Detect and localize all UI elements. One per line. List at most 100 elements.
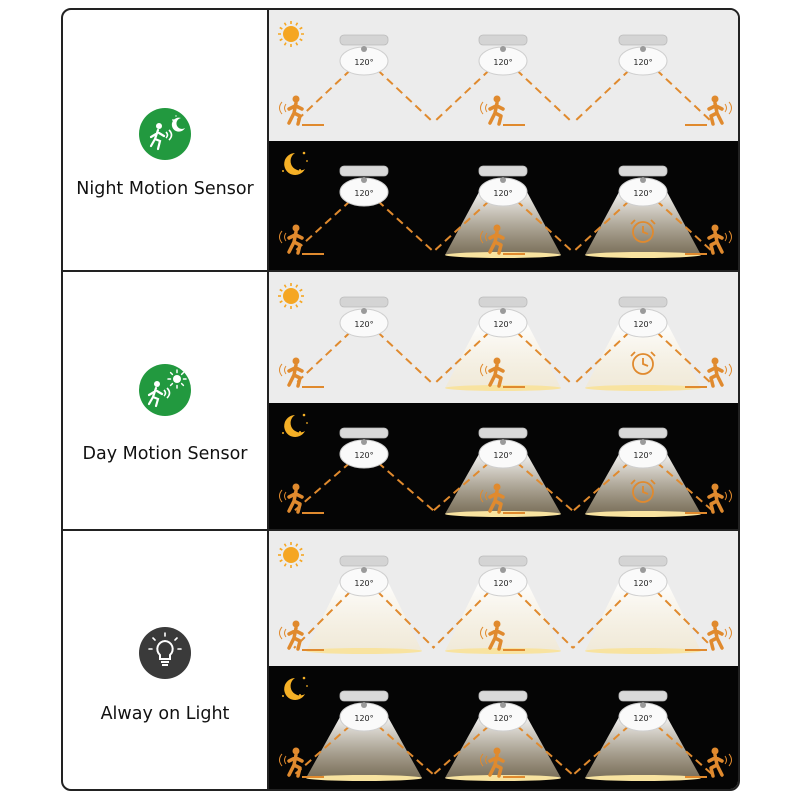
sun-icon xyxy=(278,283,304,309)
mode-label: Alway on Light xyxy=(100,704,230,724)
angle-label: 120° xyxy=(493,189,512,198)
angle-label: 120° xyxy=(493,714,512,723)
night-row: 120° 120° 120° xyxy=(269,141,738,270)
always-on-light-section: Alway on Light 120° 120° 120° 120° 120° 120° xyxy=(63,531,738,789)
light-beam xyxy=(585,454,701,514)
light-beam xyxy=(306,717,422,778)
light-pool xyxy=(585,775,701,781)
person-icon xyxy=(480,747,505,778)
ceiling-light: 120° xyxy=(478,690,528,732)
person-icon xyxy=(480,483,505,514)
ceiling-light: 120° xyxy=(618,690,668,732)
light-pool xyxy=(585,511,701,517)
motion-sensor-sun-icon xyxy=(139,364,191,416)
angle-label: 120° xyxy=(633,451,652,460)
angle-label: 120° xyxy=(354,451,373,460)
ceiling-light: 120° xyxy=(339,296,389,338)
person-icon xyxy=(480,95,505,126)
angle-label: 120° xyxy=(633,189,652,198)
light-pool xyxy=(585,385,701,391)
mode-label-cell: Day Motion Sensor xyxy=(63,272,267,529)
motion-sensor-moon-icon xyxy=(139,108,191,160)
ceiling-light: 120° xyxy=(339,427,389,469)
person-icon xyxy=(480,224,505,255)
angle-label: 120° xyxy=(354,189,373,198)
light-beam xyxy=(585,717,701,778)
day-motion-sensor-section: Day Motion Sensor 120°120°120° 120°120°1… xyxy=(63,272,738,529)
light-pool xyxy=(306,648,422,654)
light-beam xyxy=(445,582,561,651)
person-icon xyxy=(480,620,505,651)
light-beam xyxy=(585,323,701,388)
angle-label: 120° xyxy=(633,714,652,723)
ceiling-light: 120° xyxy=(618,296,668,338)
ceiling-light: 120° xyxy=(618,165,668,207)
light-pool xyxy=(585,648,701,654)
person-icon xyxy=(707,747,732,778)
alarm-clock-icon xyxy=(630,351,656,375)
angle-label: 120° xyxy=(493,451,512,460)
day-row: 120° 120° 120° xyxy=(269,272,738,403)
person-icon xyxy=(279,620,304,651)
angle-label: 120° xyxy=(633,320,652,329)
angle-label: 120° xyxy=(493,58,512,67)
mode-label: Night Motion Sensor xyxy=(76,179,254,199)
person-icon xyxy=(279,224,304,255)
light-pool xyxy=(585,252,701,258)
ceiling-light: 120° xyxy=(339,555,389,597)
moon-icon xyxy=(282,413,308,437)
ceiling-light: 120° xyxy=(478,296,528,338)
sun-icon xyxy=(278,21,304,47)
angle-label: 120° xyxy=(493,320,512,329)
angle-label: 120° xyxy=(354,320,373,329)
angle-label: 120° xyxy=(354,579,373,588)
mode-label-cell: Alway on Light xyxy=(63,531,267,789)
light-beam xyxy=(585,582,701,651)
moon-icon xyxy=(282,676,308,700)
ceiling-light: 120° xyxy=(339,165,389,207)
ceiling-light: 120° xyxy=(618,427,668,469)
angle-label: 120° xyxy=(633,58,652,67)
person-icon xyxy=(279,483,304,514)
night-row: 120° 120° 120° xyxy=(269,666,738,789)
person-icon xyxy=(707,224,732,255)
ceiling-light: 120° xyxy=(478,427,528,469)
person-icon xyxy=(707,620,732,651)
person-icon xyxy=(279,357,304,388)
angle-label: 120° xyxy=(633,579,652,588)
person-icon xyxy=(279,95,304,126)
light-beam xyxy=(445,323,561,388)
moon-icon xyxy=(282,151,308,175)
mode-comparison-grid: Night Motion Sensor 120°120°120° 120°120… xyxy=(61,8,740,791)
person-icon xyxy=(707,95,732,126)
ceiling-light: 120° xyxy=(478,165,528,207)
light-beam xyxy=(445,454,561,514)
angle-label: 120° xyxy=(354,58,373,67)
ceiling-light: 120° xyxy=(618,555,668,597)
day-row: 120° 120° 120° xyxy=(269,531,738,666)
sun-icon xyxy=(278,542,304,568)
person-icon xyxy=(707,357,732,388)
angle-label: 120° xyxy=(354,714,373,723)
person-icon xyxy=(480,357,505,388)
ceiling-light: 120° xyxy=(339,34,389,76)
angle-label: 120° xyxy=(493,579,512,588)
light-beam xyxy=(445,717,561,778)
light-beam xyxy=(585,192,701,255)
ceiling-light: 120° xyxy=(478,555,528,597)
ceiling-light: 120° xyxy=(618,34,668,76)
light-bulb-icon xyxy=(139,627,191,679)
mode-label-cell: Night Motion Sensor xyxy=(63,10,267,270)
day-row: 120° 120° 120° xyxy=(269,10,738,141)
ceiling-light: 120° xyxy=(478,34,528,76)
night-row: 120° 120° 120° xyxy=(269,403,738,529)
ceiling-light: 120° xyxy=(339,690,389,732)
alarm-clock-icon xyxy=(630,479,656,503)
mode-label: Day Motion Sensor xyxy=(82,444,248,464)
person-icon xyxy=(707,483,732,514)
alarm-clock-icon xyxy=(630,219,656,243)
light-beam xyxy=(306,582,422,651)
light-pool xyxy=(306,775,422,781)
light-beam xyxy=(445,192,561,255)
night-motion-sensor-section: Night Motion Sensor 120°120°120° 120°120… xyxy=(63,10,738,270)
